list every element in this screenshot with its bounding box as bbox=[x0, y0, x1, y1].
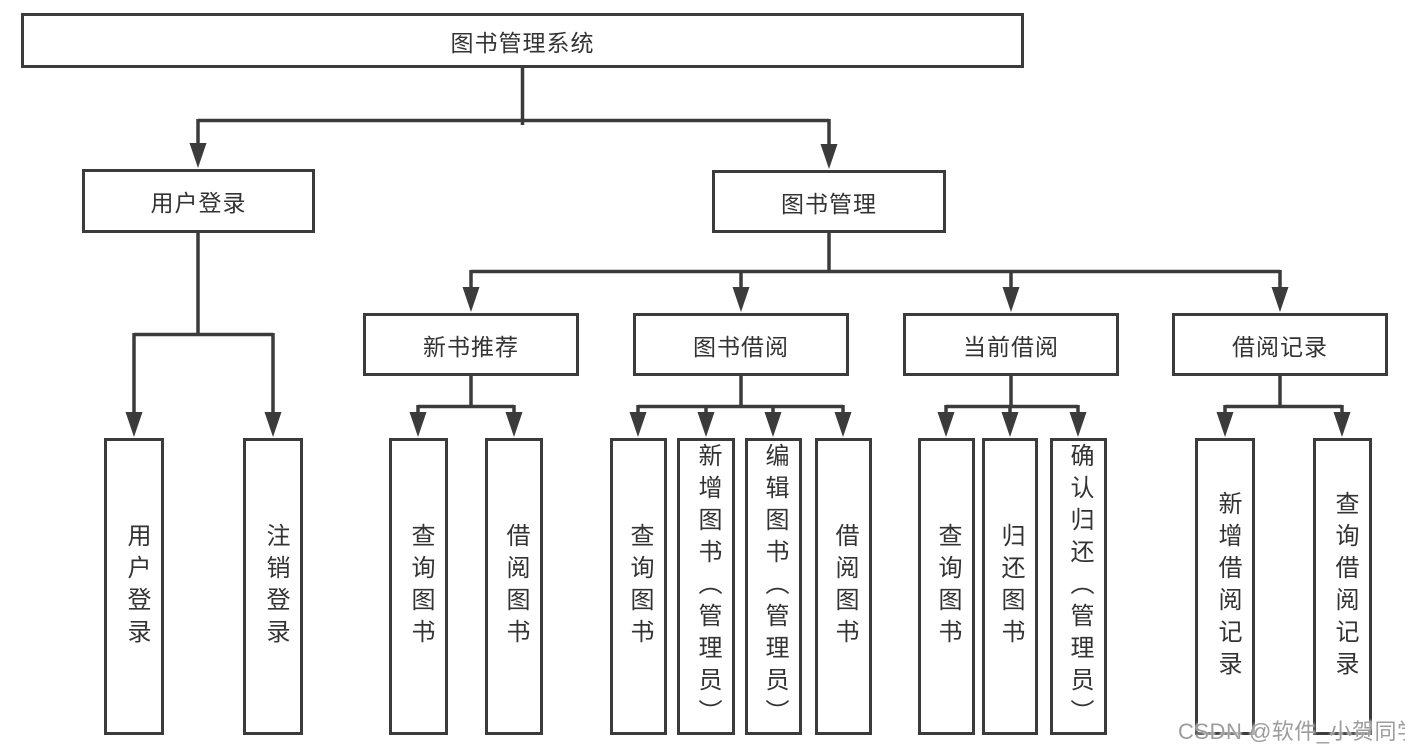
node-borrowing-records: 借阅记录 bbox=[1172, 313, 1388, 376]
leaf-logout-login: 注销登录 bbox=[243, 438, 303, 735]
leaf-query-borrow-record: 查询借阅记录 bbox=[1313, 438, 1372, 735]
leaf-borrow-books-recommend: 借阅图书 bbox=[485, 438, 543, 735]
node-new-book-recommendation: 新书推荐 bbox=[363, 313, 579, 376]
leaf-return-books: 归还图书 bbox=[982, 438, 1038, 735]
arrowhead-icons bbox=[125, 143, 1351, 437]
leaf-add-borrow-record: 新增借阅记录 bbox=[1195, 438, 1255, 735]
node-library-system: 图书管理系统 bbox=[21, 13, 1024, 68]
leaf-edit-books-admin: 编辑图书（管理员） bbox=[745, 438, 802, 735]
node-book-management: 图书管理 bbox=[712, 170, 946, 233]
leaf-confirm-return-admin: 确认归还（管理员） bbox=[1050, 438, 1107, 735]
node-book-borrowing: 图书借阅 bbox=[633, 313, 849, 376]
node-current-borrowing: 当前借阅 bbox=[903, 313, 1119, 376]
node-user-login: 用户登录 bbox=[82, 169, 315, 233]
leaf-query-books-recommend: 查询图书 bbox=[389, 438, 448, 735]
watermark: CSDN @软件_小贺同学 bbox=[1178, 719, 1405, 744]
leaf-query-books-current: 查询图书 bbox=[918, 438, 975, 735]
leaf-user-login: 用户登录 bbox=[104, 438, 164, 735]
leaf-add-books-admin: 新增图书（管理员） bbox=[677, 438, 735, 735]
leaf-borrow-books-borrowing: 借阅图书 bbox=[815, 438, 872, 735]
leaf-query-books-borrowing: 查询图书 bbox=[610, 438, 667, 735]
